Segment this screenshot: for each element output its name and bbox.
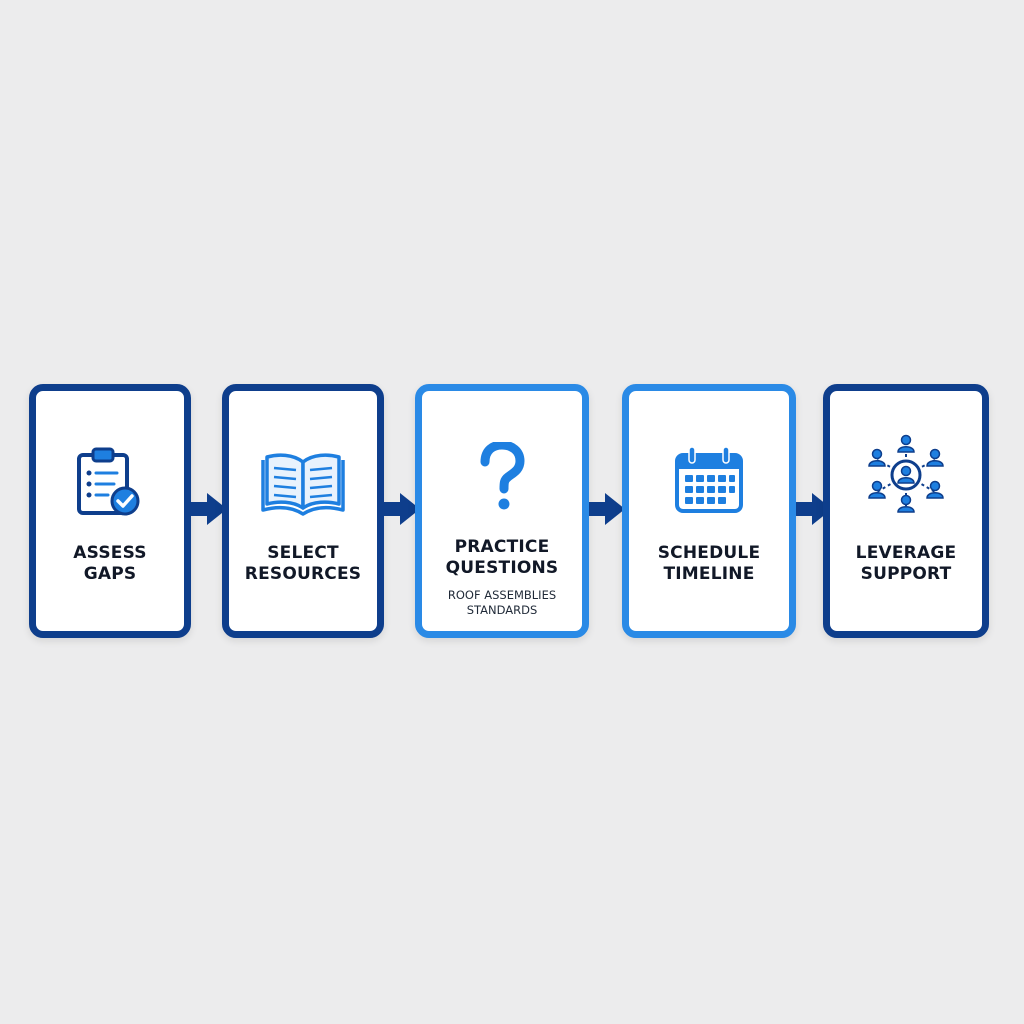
step-card-select-resources: SELECT RESOURCES — [222, 384, 384, 638]
clipboard-check-icon — [36, 443, 184, 523]
calendar-icon — [629, 441, 789, 521]
arrow-right-icon — [589, 493, 625, 525]
step-title: PRACTICE QUESTIONS — [445, 537, 559, 578]
question-mark-icon — [422, 437, 582, 517]
step-title: ASSESS GAPS — [73, 543, 147, 584]
arrow-right-icon — [796, 493, 832, 525]
people-network-icon — [830, 434, 982, 515]
step-title: SCHEDULE TIMELINE — [657, 543, 761, 584]
step-card-practice-questions: PRACTICE QUESTIONS ROOF ASSEMBLIES STAND… — [415, 384, 589, 638]
step-title: SELECT RESOURCES — [244, 543, 362, 584]
step-card-assess-gaps: ASSESS GAPS — [29, 384, 191, 638]
step-card-leverage-support: LEVERAGE SUPPORT — [823, 384, 989, 638]
step-card-schedule-timeline: SCHEDULE TIMELINE — [622, 384, 796, 638]
step-title: LEVERAGE SUPPORT — [855, 543, 957, 584]
arrow-right-icon — [191, 493, 227, 525]
step-subtitle: ROOF ASSEMBLIES STANDARDS — [447, 588, 557, 617]
open-book-icon — [229, 443, 377, 523]
arrow-right-icon — [384, 493, 420, 525]
